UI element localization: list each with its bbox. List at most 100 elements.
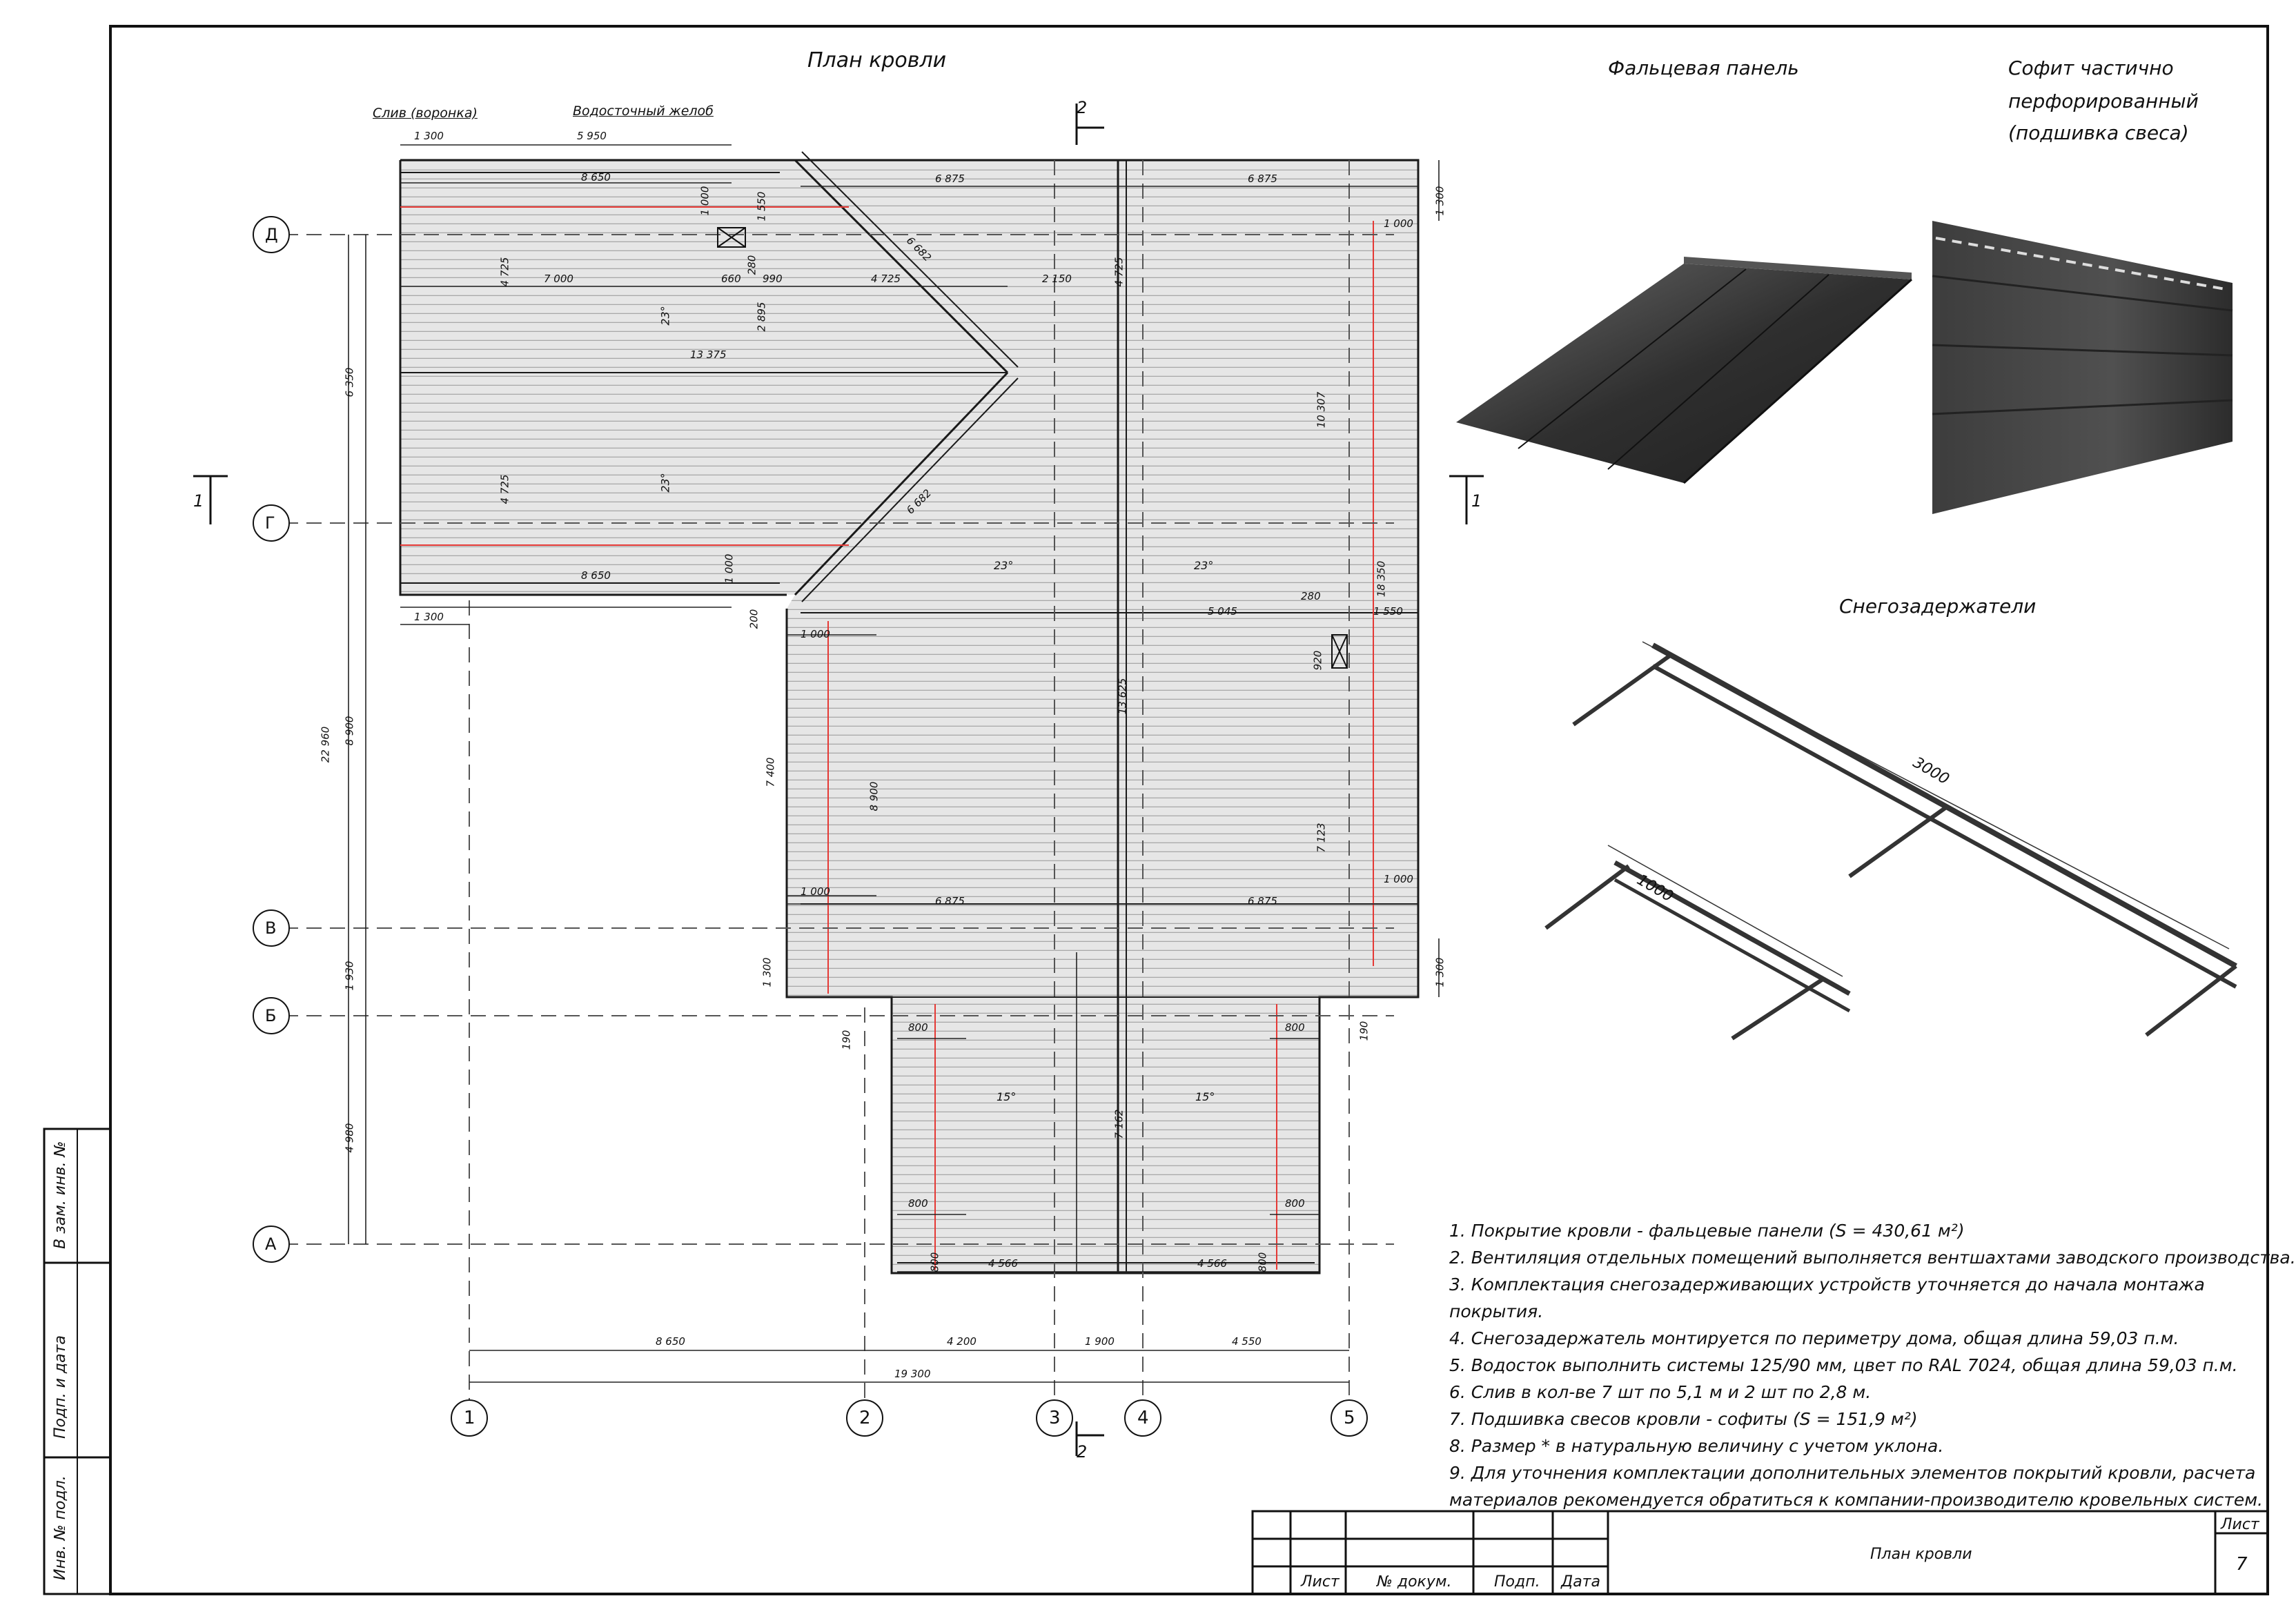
stamp-replace-inv: В зам. инв. № xyxy=(52,1141,69,1249)
tb-sheet-num: 7 xyxy=(2236,1554,2248,1575)
dim-1300-mid: 1 300 xyxy=(414,611,444,623)
dim-13625: 13 625 xyxy=(1116,678,1129,715)
dim-800-d: 800 xyxy=(1285,1197,1305,1210)
axis-A: А xyxy=(265,1234,277,1254)
section-1-left: 1 xyxy=(193,491,204,511)
note-6: 6. Слив в кол-ве 7 шт по 5,1 м и 2 шт по… xyxy=(1449,1382,1872,1402)
gutter-callout: Водосточный желоб xyxy=(573,104,714,119)
dim-bottom-1900: 1 900 xyxy=(1085,1335,1115,1348)
dim-4725-d: 4 725 xyxy=(498,474,511,504)
panel-title: Фальцевая панель xyxy=(1608,57,1799,79)
seam-panel-image xyxy=(1456,257,1912,484)
dim-2150: 2 150 xyxy=(1042,273,1072,285)
soffit-title-2: перфорированный xyxy=(2008,90,2199,112)
slope-23-c: 23° xyxy=(994,559,1014,572)
dim-bottom-4200: 4 200 xyxy=(947,1335,977,1348)
drain-callout: Слив (воронка) xyxy=(373,106,478,121)
axis-bubbles xyxy=(253,216,1368,1437)
axis-2: 2 xyxy=(859,1408,871,1428)
dim-1300-r: 1 300 xyxy=(1433,186,1446,216)
dim-280-a: 280 xyxy=(745,255,758,275)
dim-800-e: 800 xyxy=(928,1252,941,1272)
dim-8650-top: 8 650 xyxy=(581,171,611,184)
dim-1000-c: 1 000 xyxy=(801,628,830,640)
dim-1000-b: 1 000 xyxy=(1384,217,1413,230)
note-3-cont: покрытия. xyxy=(1449,1301,1544,1321)
axis-B: Б xyxy=(265,1006,277,1025)
dim-7123: 7 123 xyxy=(1315,823,1328,853)
axis-V: В xyxy=(265,918,277,938)
dim-200: 200 xyxy=(747,609,761,629)
dim-8650-mid: 8 650 xyxy=(581,569,611,582)
dim-10307: 10 307 xyxy=(1315,391,1328,429)
dim-660: 660 xyxy=(721,273,741,285)
stamp-inv-orig: Инв. № подл. xyxy=(52,1475,69,1580)
note-5: 5. Водосток выполнить системы 125/90 мм,… xyxy=(1449,1355,2238,1375)
note-7: 7. Подшивка свесов кровли - софиты (S = … xyxy=(1449,1409,1918,1429)
dim-1550-b: 1 550 xyxy=(1373,605,1403,618)
dim-bottom-8650: 8 650 xyxy=(656,1335,685,1348)
dim-800-f: 800 xyxy=(1256,1252,1269,1272)
note-1: 1. Покрытие кровли - фальцевые панели (S… xyxy=(1449,1221,1965,1241)
soffit-image xyxy=(1932,221,2233,514)
dim-990: 990 xyxy=(763,273,783,285)
slope-23-d: 23° xyxy=(1194,559,1214,572)
dim-4725-c: 4 725 xyxy=(1112,257,1126,287)
dim-6875-b: 6 875 xyxy=(1248,173,1277,185)
dim-8900-a: 8 900 xyxy=(343,716,356,746)
axis-D: Д xyxy=(265,225,278,244)
dim-bottom-4550: 4 550 xyxy=(1232,1335,1262,1348)
snow-guard-image xyxy=(1544,641,2237,1041)
plan-title: План кровли xyxy=(807,48,947,72)
dim-1300-d: 1 300 xyxy=(1433,957,1446,987)
dim-1930: 1 930 xyxy=(343,961,356,991)
dim-800-c: 800 xyxy=(908,1197,928,1210)
dim-6875-c: 6 875 xyxy=(935,895,965,907)
dim-7162: 7 162 xyxy=(1112,1109,1126,1139)
dim-1000-d: 1 000 xyxy=(1384,873,1413,885)
dim-4725-b: 4 725 xyxy=(871,273,901,285)
axis-4: 4 xyxy=(1137,1408,1149,1428)
axis-3: 3 xyxy=(1049,1408,1061,1428)
dim-4566-a: 4 566 xyxy=(988,1257,1018,1270)
note-9: 9. Для уточнения комплектации дополнител… xyxy=(1449,1463,2256,1483)
dim-4980: 4 980 xyxy=(343,1123,356,1153)
dim-22960: 22 960 xyxy=(319,726,332,763)
tb-sheet-name: План кровли xyxy=(1870,1546,1972,1563)
general-notes: 1. Покрытие кровли - фальцевые панели (S… xyxy=(1449,1217,2296,1513)
slope-15-a: 15° xyxy=(997,1090,1017,1103)
roof-plan xyxy=(283,144,1440,1401)
tb-col-date: Дата xyxy=(1561,1573,1600,1591)
section-1-right: 1 xyxy=(1471,491,1482,511)
dim-7000: 7 000 xyxy=(544,273,573,285)
dim-1000-f: 1 000 xyxy=(801,885,830,898)
axis-5: 5 xyxy=(1344,1408,1355,1428)
note-4: 4. Снегозадержатель монтируется по перим… xyxy=(1449,1328,2179,1348)
snow-guard-title: Снегозадержатели xyxy=(1839,595,2037,618)
title-block xyxy=(1251,1510,2269,1595)
stamp-sign-date: Подп. и дата xyxy=(52,1335,69,1439)
slope-15-b: 15° xyxy=(1195,1090,1215,1103)
axis-G: Г xyxy=(265,513,275,533)
dim-920: 920 xyxy=(1311,650,1324,671)
slope-23-b: 23° xyxy=(658,473,672,493)
soffit-title-1: Софит частично xyxy=(2008,57,2174,79)
section-2-bottom: 2 xyxy=(1077,1442,1088,1462)
tb-sheet-label: Лист xyxy=(2221,1516,2259,1533)
dim-4725-a: 4 725 xyxy=(498,257,511,287)
tb-col-list: Лист xyxy=(1301,1573,1340,1591)
dim-18350: 18 350 xyxy=(1375,560,1388,598)
dim-800-b: 800 xyxy=(1285,1021,1305,1034)
dim-1300-c: 1 300 xyxy=(761,957,774,987)
slope-23-a: 23° xyxy=(658,306,672,326)
dim-4566-b: 4 566 xyxy=(1197,1257,1227,1270)
axis-1: 1 xyxy=(464,1408,475,1428)
tb-col-sign: Подп. xyxy=(1494,1573,1540,1591)
dim-1550-a: 1 550 xyxy=(755,191,768,222)
dim-1300-top: 1 300 xyxy=(414,130,444,142)
dim-6350: 6 350 xyxy=(343,367,356,397)
dim-5045: 5 045 xyxy=(1208,605,1237,618)
dim-8900-b: 8 900 xyxy=(867,781,881,811)
note-3: 3. Комплектация снегозадерживающих устро… xyxy=(1449,1275,2205,1295)
